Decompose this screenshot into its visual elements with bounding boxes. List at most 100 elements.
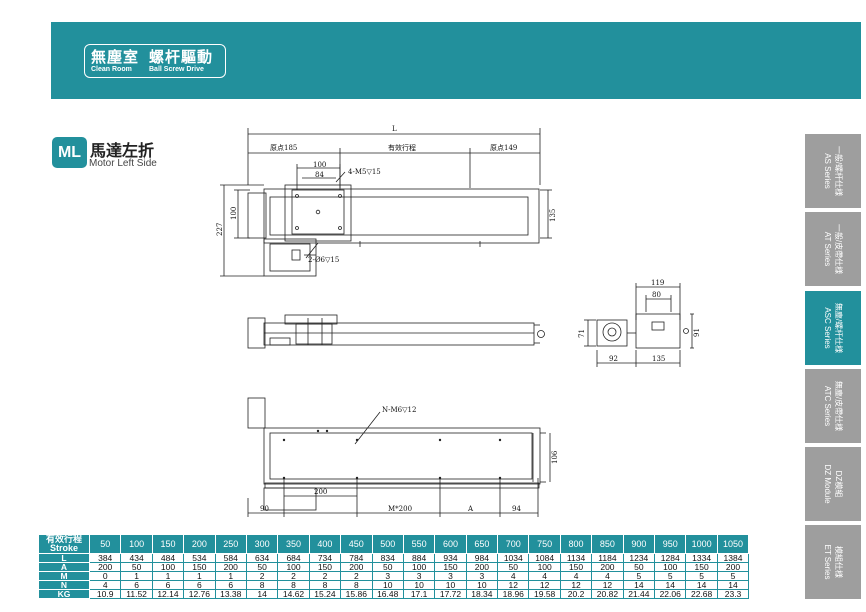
spec-stroke-cell: 1000: [685, 534, 718, 554]
section-title: 馬達左折: [90, 143, 155, 160]
spec-cell: 1084: [528, 553, 561, 563]
spec-cell: 14: [654, 580, 687, 590]
spec-cell: 484: [151, 553, 185, 563]
spec-cell: 2: [340, 571, 373, 581]
spec-cell: 50: [497, 562, 530, 572]
spec-cell: 2: [308, 571, 342, 581]
note-holes-top: 4-M5▽15: [348, 168, 381, 176]
spec-cell: 634: [245, 553, 279, 563]
spec-header-label-cn: 有效行程: [45, 534, 82, 544]
spec-cell: 11.52: [120, 589, 153, 599]
header-banner: [51, 22, 861, 99]
spec-stroke-cell: 1050: [716, 534, 750, 554]
spec-cell: 1034: [497, 553, 530, 563]
spec-cell: 15.86: [340, 589, 373, 599]
spec-cell: 14: [245, 589, 279, 599]
header-title-badge: 無塵室 螺杆驅動 Clean Room Ball Screw Drive: [84, 44, 226, 78]
spec-cell: 4: [88, 580, 122, 590]
spec-cell: 12: [497, 580, 530, 590]
dim-overall-length: L: [392, 125, 397, 133]
spec-cell: 150: [434, 562, 467, 572]
dim-bottom-106: 106: [551, 450, 559, 464]
dim-total-height: 227: [216, 223, 224, 236]
spec-cell: 734: [308, 553, 342, 563]
spec-cell: 19.58: [528, 589, 561, 599]
spec-cell: 12.76: [183, 589, 216, 599]
spec-cell: 17.1: [402, 589, 436, 599]
spec-cell: 684: [277, 553, 310, 563]
spec-cell: 1284: [654, 553, 687, 563]
technical-drawing: L 原点185 有效行程 原点149 100 84 4-M5▽15 2-Ø6▽1…: [216, 125, 701, 517]
bottom-view: [247, 397, 551, 517]
spec-cell: 10: [402, 580, 436, 590]
spec-stroke-cell: 450: [340, 534, 373, 554]
dim-end-80: 80: [652, 291, 661, 299]
spec-cell: 4: [497, 571, 530, 581]
spec-cell: 14: [716, 580, 750, 590]
spec-cell: 13.38: [214, 589, 247, 599]
dim-end-135: 135: [652, 355, 665, 363]
dim-carriage-100: 100: [313, 161, 326, 169]
spec-cell: 1184: [591, 553, 624, 563]
spec-cell: 10.9: [88, 589, 122, 599]
spec-cell: 18.96: [497, 589, 530, 599]
spec-cell: 6: [151, 580, 185, 590]
spec-cell: 20.82: [591, 589, 624, 599]
dim-effective-stroke: 有效行程: [388, 143, 416, 152]
header-title-en-1: Clean Room: [91, 66, 132, 73]
spec-cell: 150: [183, 562, 216, 572]
spec-cell: 22.68: [685, 589, 718, 599]
spec-row-label: N: [38, 580, 90, 590]
spec-cell: 21.44: [622, 589, 656, 599]
note-holes-bottom: N-M6▽12: [382, 406, 416, 414]
spec-stroke-cell: 500: [371, 534, 404, 554]
spec-row-label: M: [38, 571, 90, 581]
spec-cell: 834: [371, 553, 404, 563]
dim-bottom-94: 94: [512, 505, 521, 513]
spec-cell: 3: [465, 571, 499, 581]
spec-cell: 1: [151, 571, 185, 581]
spec-cell: 100: [528, 562, 561, 572]
spec-cell: 5: [716, 571, 750, 581]
spec-cell: 1384: [716, 553, 750, 563]
spec-cell: 5: [622, 571, 656, 581]
spec-stroke-cell: 550: [402, 534, 436, 554]
end-view: [584, 283, 694, 367]
spec-header-label-en: Stroke: [49, 543, 78, 553]
spec-cell: 14: [685, 580, 718, 590]
spec-cell: 10: [434, 580, 467, 590]
spec-stroke-cell: 750: [528, 534, 561, 554]
spec-cell: 2: [245, 571, 279, 581]
spec-cell: 384: [88, 553, 122, 563]
spec-stroke-cell: 900: [622, 534, 656, 554]
spec-cell: 8: [277, 580, 310, 590]
spec-cell: 23.3: [716, 589, 750, 599]
dim-bottom-90: 90: [260, 505, 269, 513]
spec-cell: 22.06: [654, 589, 687, 599]
spec-cell: 200: [340, 562, 373, 572]
spec-cell: 1: [183, 571, 216, 581]
header-title-cn-2: 螺杆驅動: [149, 49, 214, 66]
spec-stroke-cell: 250: [214, 534, 247, 554]
spec-cell: 100: [151, 562, 185, 572]
spec-cell: 150: [685, 562, 718, 572]
spec-cell: 6: [120, 580, 153, 590]
spec-cell: 4: [528, 571, 561, 581]
spec-row-label: KG: [38, 589, 90, 599]
spec-cell: 200: [214, 562, 247, 572]
spec-cell: 1: [120, 571, 153, 581]
spec-stroke-cell: 800: [559, 534, 593, 554]
dim-end-119: 119: [651, 279, 664, 287]
dim-end-92: 92: [609, 355, 618, 363]
